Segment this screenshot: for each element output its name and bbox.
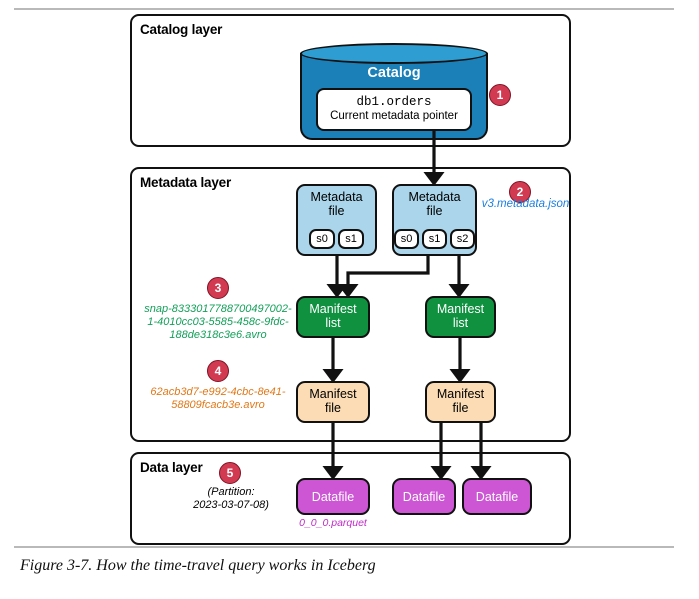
datafile-1: Datafile [296,478,370,515]
catalog-table-name: db1.orders [356,95,432,110]
catalog-layer-title: Catalog layer [140,22,223,37]
current-metadata-pointer-box: db1.orders Current metadata pointer [316,88,472,131]
snapshot-s1: s1 [422,229,447,249]
metadata-json-annotation: v3.metadata.json [481,198,570,210]
snapshot-s0: s0 [394,229,419,249]
step-badge-1: 1 [489,84,511,106]
metadata-file-left-label: Metadata file [310,190,363,218]
manifest-file-left: Manifest file [296,381,370,423]
step-badge-3: 3 [207,277,229,299]
page-rule-bottom [14,546,674,548]
metadata-file-left-snapshot-row: s0 s1 [298,229,375,249]
partition-annotation: (Partition: 2023-03-07-08) [193,486,269,512]
page-rule-top [14,8,674,10]
metadata-file-right-label: Metadata file [408,190,461,218]
snapshot-s1: s1 [338,229,364,249]
step-badge-4: 4 [207,360,229,382]
catalog-pointer-label: Current metadata pointer [330,109,458,122]
figure-caption: Figure 3-7. How the time-travel query wo… [20,557,376,574]
datafile-3: Datafile [462,478,532,515]
parquet-annotation: 0_0_0.parquet [299,517,367,529]
catalog-cylinder: Catalog db1.orders Current metadata poin… [300,43,488,140]
metadata-file-left: Metadata file s0 s1 [296,184,377,256]
snapshot-avro-annotation: snap-8333017788700497002-1-4010cc03-5585… [144,303,292,342]
step-badge-5: 5 [219,462,241,484]
arrow-meta-right-s1-to-mlist-left [337,256,430,299]
metadata-file-right: Metadata file s0 s1 s2 [392,184,477,256]
snapshot-s2: s2 [450,229,475,249]
metadata-file-right-snapshot-row: s0 s1 s2 [394,229,475,249]
datafile-2: Datafile [392,478,456,515]
snapshot-s0: s0 [309,229,335,249]
step-badge-2: 2 [509,181,531,203]
catalog-cylinder-top-ellipse [300,43,488,64]
manifest-list-right: Manifest list [425,296,496,338]
catalog-label: Catalog [367,65,421,81]
metadata-layer-title: Metadata layer [140,175,231,190]
data-layer-title: Data layer [140,460,203,475]
manifest-avro-annotation: 62acb3d7-e992-4cbc-8e41-58809fcacb3e.avr… [150,386,286,412]
